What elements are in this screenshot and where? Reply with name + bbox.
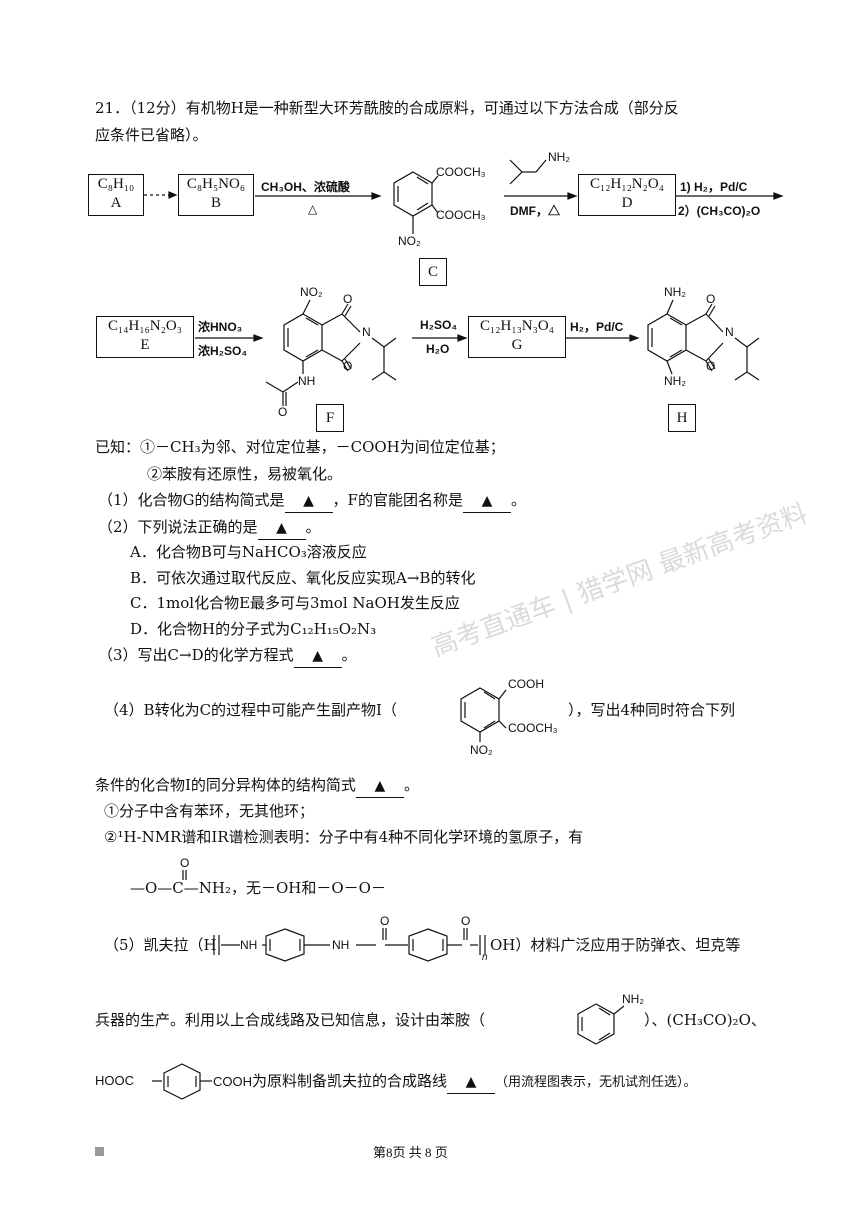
q4-condition-2: ②¹H-NMR谱和IR谱检测表明：分子中有4种不同化学环境的氢原子，有 bbox=[104, 828, 584, 846]
known-item2: ②苯胺有还原性，易被氧化。 bbox=[147, 465, 343, 483]
compound-C-ester1: COOCH₃ bbox=[436, 165, 486, 179]
q4-struct-ester: COOCH₃ bbox=[508, 721, 558, 735]
q2-option-a: A．化合物B可与NaHCO₃溶液反应 bbox=[130, 543, 367, 561]
q5-answer-blank[interactable]: ▲ bbox=[447, 1070, 496, 1094]
q4-line2: 条件的化合物I的同分异构体的结构简式▲。 bbox=[95, 774, 419, 798]
condition-bc-bottom: △ bbox=[308, 202, 318, 216]
compound-G-box: C₁₂H₁₃N₃O₄ G bbox=[468, 316, 566, 358]
q5-post: OH）材料广泛应用于防弹衣、坦克等 bbox=[490, 936, 741, 954]
q1-line: （1）化合物G的结构简式是▲，F的官能团名称是▲。 bbox=[98, 489, 526, 513]
q2-line: （2）下列说法正确的是▲。 bbox=[98, 516, 321, 540]
condition-de-1: 1) H₂，Pd/C bbox=[680, 180, 748, 194]
compound-F-o3: O bbox=[278, 405, 288, 419]
compound-H-nh2-bottom: NH₂ bbox=[664, 374, 686, 388]
q3-line: （3）写出C→D的化学方程式▲。 bbox=[98, 644, 357, 668]
q5-pre: （5）凯夫拉（H bbox=[104, 936, 217, 954]
q4-pre: （4）B转化为C的过程中可能产生副产物I（ bbox=[104, 701, 397, 719]
q4-condition-1: ①分子中含有苯环，无其他环； bbox=[104, 802, 315, 820]
q5-line2-pre: 兵器的生产。利用以上合成线路及已知信息，设计由苯胺（ bbox=[95, 1011, 486, 1029]
compound-H-o2: O bbox=[706, 359, 716, 373]
compound-C-ester2: COOCH₃ bbox=[436, 208, 486, 222]
footer-page-number: 第8页 共 8 页 bbox=[373, 1145, 448, 1160]
question-stem-line1: 21．（12分）有机物H是一种新型大环芳酰胺的合成原料，可通过以下方法合成（部分… bbox=[95, 99, 679, 117]
q4-condition-3: —O—C—NH₂，无－OH和－O－O－ bbox=[130, 879, 386, 897]
q2-option-d: D．化合物H的分子式为C₁₂H₁₅O₂N₃ bbox=[130, 620, 377, 638]
condition-ef-1: 浓HNO₃ bbox=[198, 320, 243, 334]
amine-reagent-nh2: NH₂ bbox=[548, 150, 570, 164]
compound-F-n: N bbox=[362, 325, 371, 339]
compound-H-o1: O bbox=[706, 292, 716, 306]
condition-de-2: 2）(CH₃CO)₂O bbox=[678, 204, 761, 218]
compound-A-box: C₈H₁₀ A bbox=[88, 174, 144, 216]
q5-subscript-n: n bbox=[482, 952, 488, 963]
q5-line3: COOH为原料制备凯夫拉的合成路线▲（用流程图表示，无机试剂任选）。 bbox=[213, 1070, 697, 1094]
q3-answer-blank[interactable]: ▲ bbox=[293, 644, 342, 668]
q5-nh-2: NH bbox=[332, 938, 350, 952]
compound-F-o2: O bbox=[343, 359, 353, 373]
compound-C-nitro: NO₂ bbox=[398, 234, 421, 248]
compound-F-label: F bbox=[316, 404, 344, 432]
condition-cd-bottom: DMF，△ bbox=[510, 204, 560, 218]
compound-B-box: C₈H₅NO₆ B bbox=[178, 174, 254, 216]
q5-carbonyl-o2: O bbox=[461, 914, 471, 928]
condition-fg-2: H₂O bbox=[426, 342, 450, 356]
condition-bc-top: CH₃OH、浓硫酸 bbox=[261, 180, 350, 194]
q4-answer-blank[interactable]: ▲ bbox=[355, 774, 404, 798]
q5-hooc: HOOC bbox=[95, 1073, 134, 1088]
compound-H-nh2-top: NH₂ bbox=[664, 285, 686, 299]
compound-H-n: N bbox=[725, 325, 734, 339]
condition-gh: H₂，Pd/C bbox=[570, 320, 624, 334]
known-title: 已知：①－CH₃为邻、对位定位基，－COOH为间位定位基； bbox=[95, 438, 505, 456]
compound-F-nh: NH bbox=[298, 374, 316, 388]
q5-line2-post: ）、(CH₃CO)₂O、 bbox=[644, 1011, 766, 1029]
q4-post: ），写出4种同时符合下列 bbox=[568, 701, 736, 719]
q2-option-b: B．可依次通过取代反应、氧化反应实现A→B的转化 bbox=[130, 569, 476, 587]
compound-H-label: H bbox=[668, 404, 696, 432]
q4-struct-cooh: COOH bbox=[508, 677, 544, 691]
q1-answer-blank-2[interactable]: ▲ bbox=[462, 489, 511, 513]
compound-F-o1: O bbox=[343, 292, 353, 306]
q5-aniline-nh2: NH₂ bbox=[622, 992, 644, 1006]
condition-fg-1: H₂SO₄ bbox=[420, 318, 458, 332]
q2-option-c: C．1mol化合物E最多可与3mol NaOH发生反应 bbox=[130, 594, 460, 612]
footer-square-mark bbox=[95, 1147, 104, 1156]
q2-answer-blank[interactable]: ▲ bbox=[257, 516, 306, 540]
q5-carbonyl-o1: O bbox=[380, 914, 390, 928]
compound-E-box: C₁₄H₁₆N₂O₃ E bbox=[96, 316, 194, 358]
q5-nh-1: NH bbox=[240, 938, 258, 952]
q4-carbonyl-o: O bbox=[180, 856, 190, 870]
condition-ef-2: 浓H₂SO₄ bbox=[198, 344, 248, 358]
q4-struct-nitro: NO₂ bbox=[470, 743, 493, 757]
compound-D-box: C₁₂H₁₂N₂O₄ D bbox=[578, 174, 676, 216]
compound-C-label: C bbox=[419, 258, 447, 286]
question-stem-line2: 应条件已省略）。 bbox=[95, 126, 208, 144]
q1-answer-blank-1[interactable]: ▲ bbox=[284, 489, 333, 513]
compound-F-nitro: NO₂ bbox=[300, 285, 323, 299]
